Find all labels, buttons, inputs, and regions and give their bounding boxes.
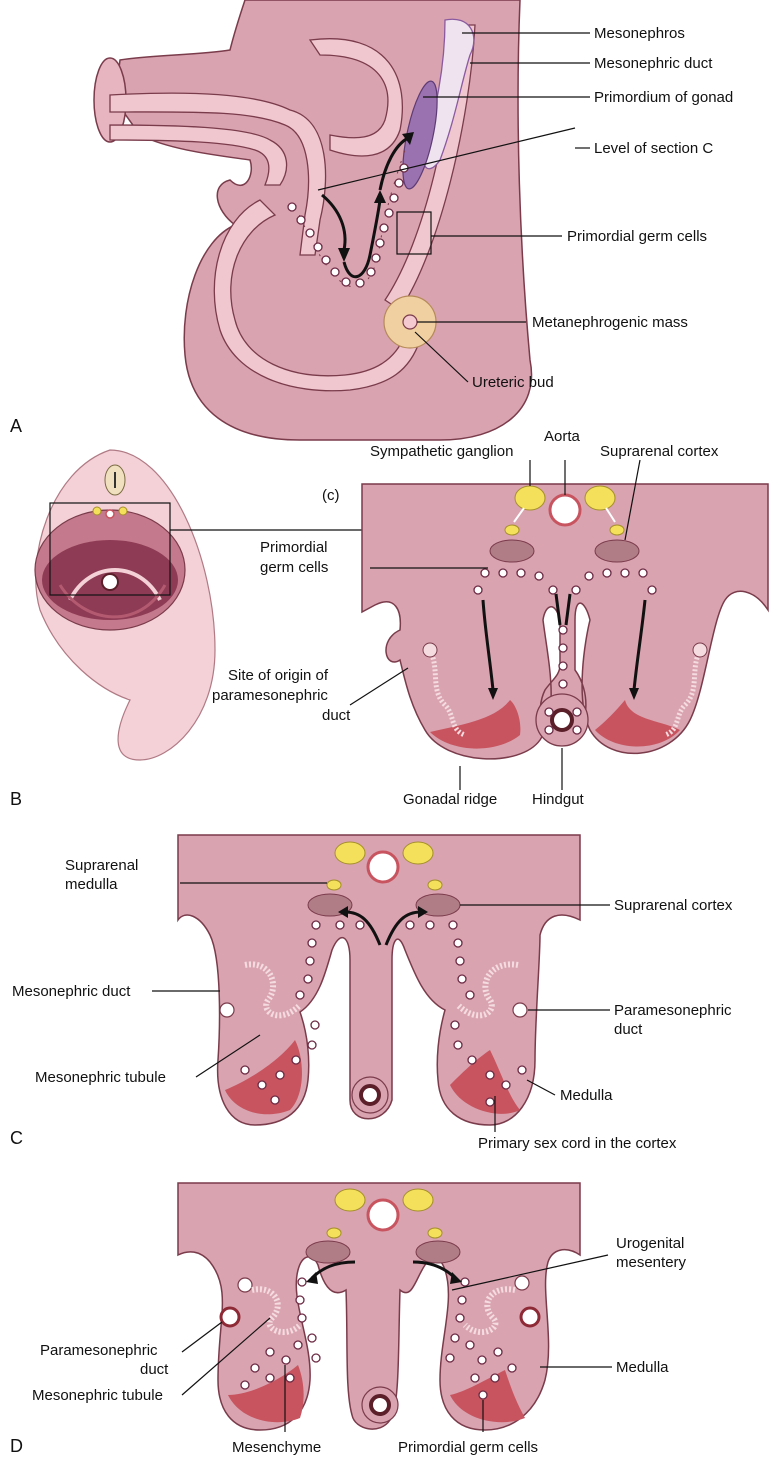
label-primordial-b-2: germ cells xyxy=(260,559,328,576)
label-urogenital-mesentery-1: Urogenital xyxy=(616,1235,684,1252)
panel-b-embryo xyxy=(35,450,362,760)
panel-letter-d: D xyxy=(10,1436,23,1456)
label-mesonephric-duct-c: Mesonephric duct xyxy=(12,983,131,1000)
label-primordium-gonad: Primordium of gonad xyxy=(594,89,733,106)
label-urogenital-mesentery-2: mesentery xyxy=(616,1254,687,1271)
label-mesonephric-tubule-c: Mesonephric tubule xyxy=(35,1069,166,1086)
label-suprarenal-medulla-1: Suprarenal xyxy=(65,857,138,874)
panel-d-section xyxy=(178,1183,580,1430)
label-mesonephric-duct-a: Mesonephric duct xyxy=(594,55,713,72)
panel-letter-a: A xyxy=(10,416,22,436)
label-suprarenal-cortex-c: Suprarenal cortex xyxy=(614,897,733,914)
label-paramesonephric-c-1: Paramesonephric xyxy=(614,1002,732,1019)
label-ureteric-bud: Ureteric bud xyxy=(472,374,554,391)
label-primordial-germ-cells-d: Primordial germ cells xyxy=(398,1439,538,1456)
panel-letter-c: C xyxy=(10,1128,23,1148)
label-gonadal-ridge: Gonadal ridge xyxy=(403,791,497,808)
label-primordial-germ-cells-a: Primordial germ cells xyxy=(567,228,707,245)
label-primary-sex-cord: Primary sex cord in the cortex xyxy=(478,1135,677,1152)
label-aorta: Aorta xyxy=(544,428,581,445)
panel-letter-b: B xyxy=(10,789,22,809)
label-paramesonephric-d-2: duct xyxy=(140,1361,169,1378)
label-suprarenal-cortex-b: Suprarenal cortex xyxy=(600,443,719,460)
label-mesenchyme: Mesenchyme xyxy=(232,1439,321,1456)
label-hindgut: Hindgut xyxy=(532,791,585,808)
label-medulla-c: Medulla xyxy=(560,1087,613,1104)
label-primordial-b-1: Primordial xyxy=(260,539,328,556)
label-site-origin-1: Site of origin of xyxy=(228,667,329,684)
label-suprarenal-medulla-2: medulla xyxy=(65,876,118,893)
label-paramesonephric-d-1: Paramesonephric xyxy=(40,1342,158,1359)
label-site-origin-2: paramesonephric xyxy=(212,687,328,704)
label-medulla-d: Medulla xyxy=(616,1359,669,1376)
label-metanephrogenic-mass: Metanephrogenic mass xyxy=(532,314,688,331)
label-sympathetic-ganglion: Sympathetic ganglion xyxy=(370,443,513,460)
label-panel-c-inset: (c) xyxy=(322,487,340,504)
label-site-origin-3: duct xyxy=(322,707,351,724)
label-mesonephric-tubule-d: Mesonephric tubule xyxy=(32,1387,163,1404)
label-paramesonephric-c-2: duct xyxy=(614,1021,643,1038)
label-level-section-c: Level of section C xyxy=(594,140,713,157)
panel-c-section xyxy=(178,835,580,1125)
label-mesonephros: Mesonephros xyxy=(594,25,685,42)
panel-b-section xyxy=(362,484,768,759)
